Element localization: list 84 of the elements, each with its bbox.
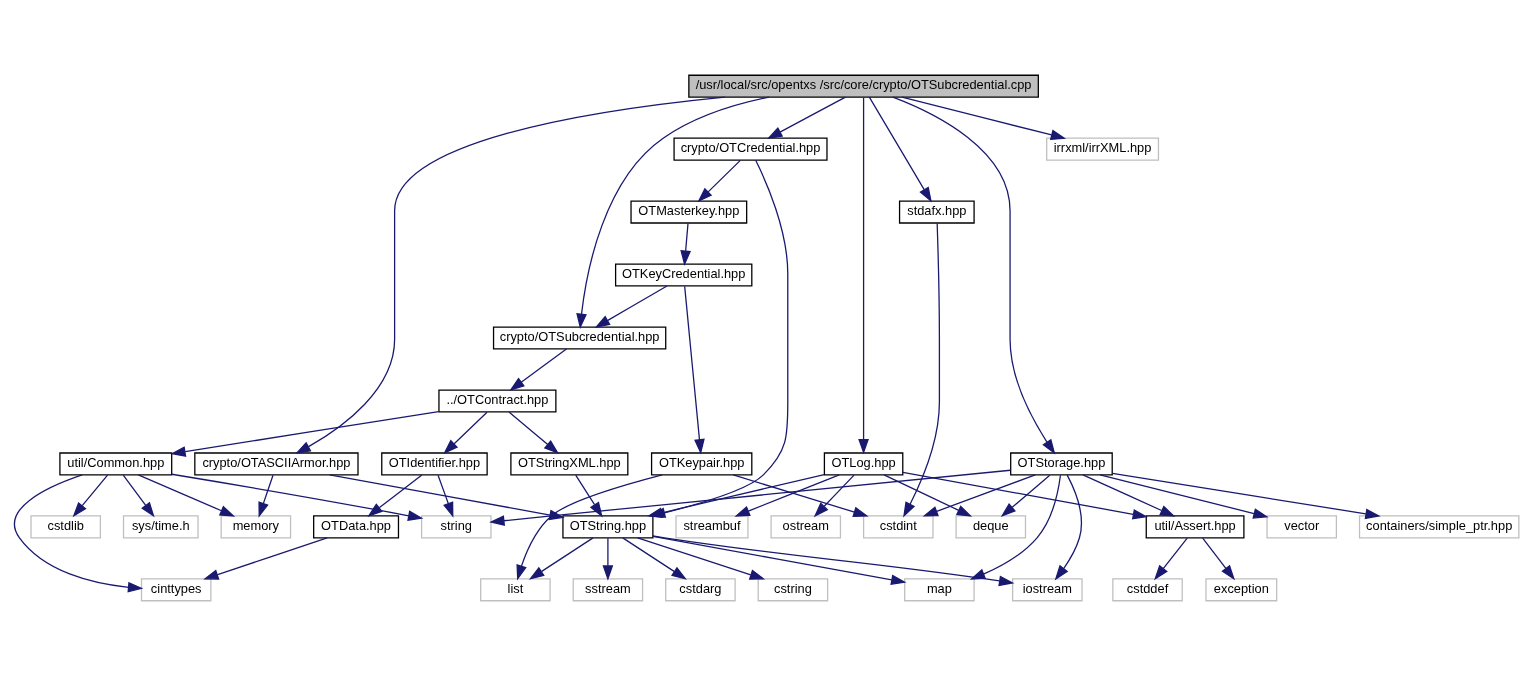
arrow bbox=[1098, 473, 1269, 519]
arrow bbox=[507, 410, 559, 454]
node-box: OTMasterkey.hpp bbox=[629, 200, 747, 224]
arrow bbox=[891, 96, 1055, 455]
arrow bbox=[528, 536, 594, 580]
arrow bbox=[696, 159, 741, 202]
node-box: exception bbox=[1204, 577, 1277, 601]
arrow bbox=[733, 473, 840, 517]
arrow bbox=[436, 474, 453, 518]
arrow bbox=[508, 347, 567, 391]
arrow bbox=[1081, 473, 1175, 517]
arrow bbox=[575, 96, 770, 329]
node-box: sys/time.h bbox=[122, 514, 199, 538]
arrow bbox=[651, 535, 906, 585]
arrow bbox=[651, 534, 1014, 586]
arrow bbox=[732, 473, 869, 517]
node-box: OTIdentifier.hpp bbox=[380, 451, 488, 475]
arrow bbox=[901, 471, 1148, 520]
node-box: memory bbox=[220, 514, 291, 538]
arrow bbox=[257, 474, 274, 518]
arrow bbox=[813, 474, 855, 517]
arrow bbox=[868, 96, 932, 202]
arrow bbox=[366, 473, 422, 517]
arrow bbox=[515, 473, 663, 580]
arrow bbox=[488, 469, 1011, 526]
arrow bbox=[922, 473, 1036, 517]
arrow bbox=[679, 222, 691, 266]
arrow bbox=[683, 285, 705, 454]
node-box: OTStringXML.hpp bbox=[509, 451, 628, 475]
arrow bbox=[1000, 474, 1050, 517]
node-box: /usr/local/src/opentxs /src/core/crypto/OTSubcredential.cpp bbox=[687, 74, 1039, 98]
arrow bbox=[900, 96, 1066, 140]
arrow bbox=[72, 474, 108, 517]
node-box: cstdint bbox=[862, 514, 934, 538]
node-box: irrxml/irrXML.hpp bbox=[1045, 137, 1159, 161]
arrow bbox=[294, 95, 725, 454]
arrow bbox=[1111, 472, 1381, 519]
arrow bbox=[13, 473, 143, 593]
arrow bbox=[574, 474, 603, 517]
node-box: OTString.hpp bbox=[561, 514, 653, 538]
node-box: iostream bbox=[1011, 577, 1083, 601]
node-box: ostream bbox=[769, 514, 841, 538]
node-box: sstream bbox=[572, 577, 643, 601]
node-box: OTStorage.hpp bbox=[1009, 451, 1113, 475]
arrow bbox=[442, 411, 488, 454]
node-box: OTData.hpp bbox=[312, 514, 399, 538]
node-box: util/Assert.hpp bbox=[1145, 514, 1245, 538]
node-box: cinttypes bbox=[140, 577, 212, 601]
node-box: OTKeyCredential.hpp bbox=[614, 263, 752, 287]
arrow bbox=[169, 410, 439, 457]
node-box: cstdlib bbox=[29, 514, 101, 538]
node-box: OTLog.hpp bbox=[823, 451, 903, 475]
node-box: map bbox=[903, 577, 975, 601]
arrow bbox=[170, 473, 423, 521]
node-box: ../OTContract.hpp bbox=[437, 388, 556, 412]
arrow bbox=[636, 536, 765, 580]
arrow bbox=[602, 537, 613, 581]
node-box: crypto/OTCredential.hpp bbox=[672, 137, 828, 161]
arrow bbox=[857, 96, 869, 454]
arrow bbox=[902, 222, 940, 517]
node-box: util/Common.hpp bbox=[58, 451, 172, 475]
arrow bbox=[137, 473, 235, 517]
node-box: vector bbox=[1265, 514, 1337, 538]
node-box: string bbox=[420, 514, 492, 538]
arrow bbox=[882, 473, 972, 517]
arrow bbox=[594, 284, 668, 328]
arrow bbox=[1054, 474, 1082, 580]
node-box: deque bbox=[954, 514, 1026, 538]
node-box: cstdarg bbox=[664, 577, 736, 601]
arrow bbox=[766, 96, 846, 139]
arrow bbox=[202, 536, 328, 580]
node-box: containers/simple_ptr.hpp bbox=[1358, 514, 1519, 538]
node-box: stdafx.hpp bbox=[898, 200, 975, 224]
arrow bbox=[1153, 537, 1188, 580]
node-box: crypto/OTASCIIArmor.hpp bbox=[193, 451, 359, 475]
arrow bbox=[122, 474, 155, 517]
node-box: streambuf bbox=[674, 514, 749, 538]
node-box: cstring bbox=[757, 577, 828, 601]
node-box: list bbox=[479, 577, 551, 601]
arrow bbox=[621, 536, 687, 580]
node-box: OTKeypair.hpp bbox=[650, 451, 752, 475]
node-box: cstddef bbox=[1111, 577, 1183, 601]
arrow bbox=[1201, 537, 1235, 580]
node-box: crypto/OTSubcredential.hpp bbox=[492, 325, 666, 350]
